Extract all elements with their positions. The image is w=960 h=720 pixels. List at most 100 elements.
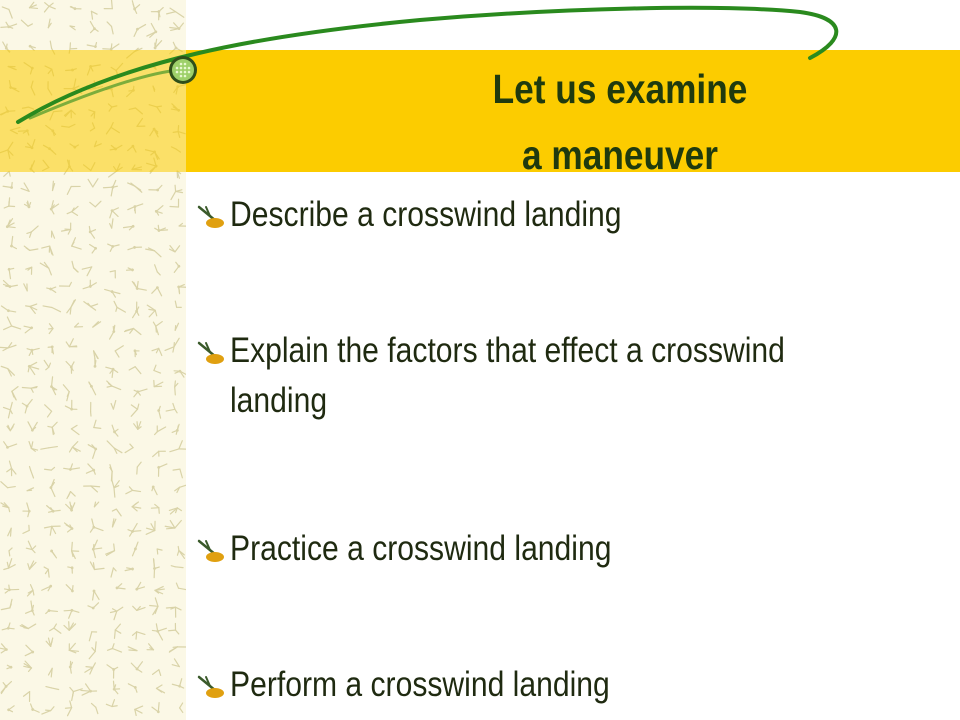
pattern-glyph	[174, 483, 186, 494]
pattern-glyph	[6, 664, 13, 670]
pattern-glyph	[20, 182, 30, 192]
pattern-glyph	[22, 690, 31, 703]
pattern-glyph	[136, 461, 142, 475]
pattern-glyph	[2, 401, 13, 419]
orb-dot	[179, 62, 183, 66]
pattern-glyph	[6, 460, 17, 477]
pattern-glyph	[41, 245, 54, 256]
pattern-glyph	[43, 359, 52, 371]
pattern-glyph	[151, 485, 158, 496]
pattern-glyph	[156, 548, 163, 555]
pattern-glyph	[47, 18, 52, 29]
bullet-item-describe: Describe a crosswind landing	[196, 190, 960, 240]
pattern-glyph	[165, 606, 182, 618]
pattern-glyph	[127, 683, 138, 693]
pattern-glyph	[47, 323, 54, 335]
pattern-glyph	[63, 621, 77, 631]
swoosh-line-inner	[28, 68, 180, 120]
pattern-glyph	[0, 502, 11, 513]
pattern-glyph	[87, 444, 98, 459]
pattern-glyph	[1, 6, 13, 19]
pattern-glyph	[109, 207, 119, 219]
pattern-glyph	[176, 545, 186, 559]
pattern-glyph	[41, 584, 53, 592]
pattern-glyph	[89, 561, 105, 571]
pattern-glyph	[41, 706, 55, 715]
pattern-glyph	[174, 300, 182, 309]
pattern-glyph	[73, 322, 84, 328]
pattern-glyph	[45, 637, 54, 648]
pattern-glyph	[3, 197, 16, 209]
title-line-2: a maneuver	[522, 132, 718, 178]
pattern-glyph	[131, 280, 147, 291]
pattern-glyph	[86, 41, 98, 48]
bullet-text: Describe a crosswind landing	[230, 195, 622, 234]
pattern-glyph	[22, 524, 30, 534]
pattern-glyph	[169, 22, 184, 32]
pattern-glyph	[151, 347, 163, 357]
pattern-glyph	[152, 320, 163, 336]
pattern-glyph	[171, 678, 185, 689]
pattern-glyph	[29, 703, 40, 713]
pattern-glyph	[103, 0, 113, 10]
pattern-glyph	[80, 683, 98, 696]
bullet-item-explain: Explain the factors that effect a crossw…	[196, 326, 960, 426]
pattern-glyph	[151, 286, 163, 297]
pattern-glyph	[124, 443, 134, 454]
pattern-glyph	[170, 565, 184, 569]
bullet-item-practice: Practice a crosswind landing	[196, 524, 960, 574]
pattern-glyph	[166, 7, 185, 18]
pattern-glyph	[60, 222, 72, 235]
pattern-glyph	[83, 485, 101, 493]
pattern-glyph	[43, 2, 56, 13]
pattern-glyph	[50, 376, 58, 396]
pattern-glyph	[43, 525, 61, 536]
pattern-glyph	[28, 440, 39, 452]
pattern-glyph	[7, 267, 15, 280]
pattern-glyph	[128, 366, 142, 375]
pattern-glyph	[50, 230, 56, 239]
pattern-glyph	[111, 424, 119, 437]
pattern-glyph	[93, 501, 100, 508]
pattern-glyph	[66, 185, 81, 195]
pattern-glyph	[0, 598, 13, 611]
pattern-glyph	[0, 21, 18, 29]
pattern-glyph	[23, 245, 39, 251]
pattern-glyph	[3, 441, 18, 449]
pattern-glyph	[23, 200, 32, 209]
pattern-glyph	[133, 421, 142, 430]
pattern-glyph	[146, 643, 155, 651]
pattern-glyph	[83, 301, 99, 311]
pattern-glyph	[153, 38, 163, 50]
pattern-glyph	[173, 261, 181, 273]
pattern-glyph	[92, 321, 102, 328]
pattern-glyph	[65, 338, 78, 348]
pattern-glyph	[170, 184, 184, 201]
bullet-text-continued: landing	[230, 381, 328, 420]
pattern-glyph	[26, 225, 39, 238]
pattern-glyph	[84, 662, 96, 675]
pattern-glyph	[24, 600, 35, 616]
pattern-glyph	[28, 1, 39, 10]
pattern-glyph	[25, 266, 33, 275]
pattern-glyph	[90, 10, 98, 20]
pattern-glyph	[87, 178, 99, 188]
pattern-glyph	[145, 520, 156, 535]
pattern-glyph	[151, 702, 160, 714]
pattern-glyph	[39, 261, 52, 276]
pattern-glyph	[8, 547, 13, 557]
pattern-glyph	[70, 541, 80, 560]
pattern-glyph	[21, 398, 33, 414]
pattern-glyph	[85, 463, 96, 475]
pattern-glyph	[112, 680, 121, 695]
pattern-glyph	[49, 478, 56, 498]
pattern-glyph	[2, 181, 14, 189]
pattern-glyph	[155, 684, 166, 694]
pattern-glyph	[164, 519, 182, 530]
orb-dot	[179, 70, 183, 74]
pattern-glyph	[177, 284, 186, 295]
pattern-glyph	[24, 644, 35, 657]
pattern-glyph	[109, 218, 114, 229]
pattern-glyph	[65, 360, 75, 374]
pattern-glyph	[25, 540, 37, 554]
